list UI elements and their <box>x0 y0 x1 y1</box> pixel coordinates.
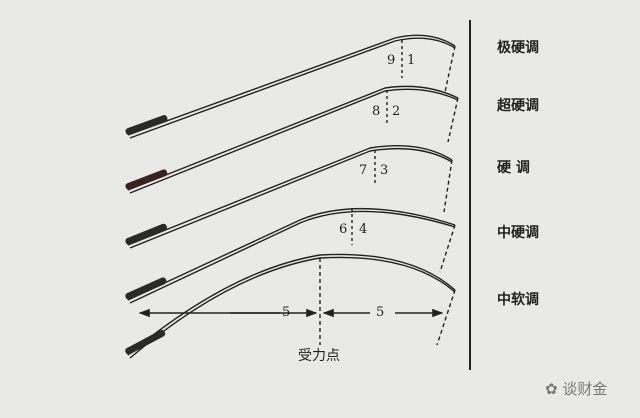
label-fast: 超硬调 <box>497 98 539 114</box>
ratio-right: 3 <box>380 163 389 178</box>
ratio-left: 9 <box>387 53 396 68</box>
rod-moderate-soft <box>127 253 456 359</box>
label-moderate-fast: 中硬调 <box>497 225 539 241</box>
label-regular: 硬 调 <box>497 160 530 176</box>
ratio-left: 7 <box>359 163 368 178</box>
rod-handles <box>125 115 168 355</box>
label-extra-fast: 极硬调 <box>497 40 539 56</box>
ratio-right: 5 <box>376 305 385 320</box>
ratio-right: 2 <box>392 104 401 119</box>
watermark-text: 谈财金 <box>562 380 608 398</box>
watermark: ✿ 谈财金 <box>545 378 607 399</box>
rod-extra-fast <box>127 34 456 139</box>
ratio-left: 5 <box>282 305 291 320</box>
ratio-right: 4 <box>359 222 368 237</box>
rod-moderate-fast <box>127 207 456 304</box>
ratio-left: 8 <box>372 104 381 119</box>
ratio-right: 1 <box>407 53 416 68</box>
ratio-left: 6 <box>339 222 348 237</box>
force-point-label: 受力点 <box>298 348 340 364</box>
rod-fast <box>127 85 459 194</box>
rod-regular <box>127 145 453 249</box>
label-moderate-soft: 中软调 <box>497 292 539 308</box>
wechat-icon: ✿ <box>545 380 558 398</box>
